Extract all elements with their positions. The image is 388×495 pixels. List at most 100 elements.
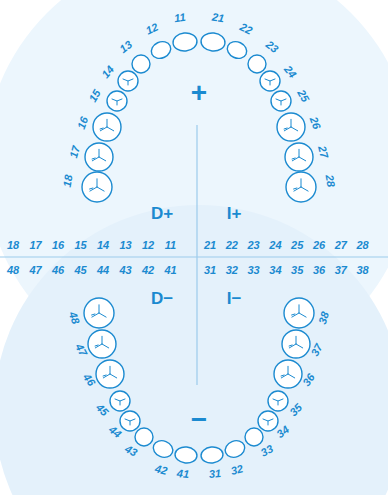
tooth-outline	[225, 39, 250, 62]
chart-number: 12	[142, 240, 154, 251]
molar-fissure	[100, 119, 114, 131]
chart-number: 26	[313, 240, 325, 251]
chart-number: 43	[119, 265, 131, 276]
tooth-number: 32	[230, 463, 245, 477]
midline-vertical	[196, 125, 197, 385]
tooth-number: 11	[174, 12, 187, 24]
chart-number: 11	[165, 240, 176, 251]
quadrant-label: I−	[227, 290, 242, 307]
chart-number: 33	[247, 265, 259, 276]
chart-number: 35	[291, 265, 303, 276]
chart-number: 37	[335, 265, 347, 276]
chart-number: 42	[142, 265, 154, 276]
tooth-number: 46	[81, 372, 97, 388]
tooth-outline	[248, 55, 266, 73]
tooth-outline	[120, 411, 140, 431]
premolar-fissure	[263, 419, 273, 425]
tooth-number: 13	[118, 39, 134, 55]
tooth-outline	[151, 438, 176, 460]
tooth-number: 16	[76, 115, 91, 130]
quadrant-label: D−	[151, 290, 173, 307]
chart-number: 18	[7, 240, 19, 251]
tooth-outline	[88, 330, 116, 358]
molar-fissure	[281, 366, 295, 378]
chart-number: 22	[226, 240, 238, 251]
chart-number: 17	[29, 240, 41, 251]
chart-number: 45	[74, 265, 86, 276]
chart-number: 28	[356, 240, 368, 251]
tooth-outline	[223, 438, 248, 460]
chart-number: 32	[226, 265, 238, 276]
tooth-outline	[268, 391, 288, 411]
chart-number: 41	[164, 265, 176, 276]
tooth-number: 12	[144, 21, 160, 36]
tooth-number: 48	[67, 310, 81, 325]
tooth-number: 18	[62, 174, 75, 188]
molar-fissure	[289, 336, 303, 348]
tooth-outline	[107, 91, 127, 111]
tooth-outline	[135, 428, 153, 446]
tooth-outline	[200, 446, 224, 464]
tooth-number: 24	[282, 64, 298, 80]
tooth-number: 26	[308, 115, 323, 130]
premolar-fissure	[276, 99, 286, 105]
chart-number: 23	[247, 240, 259, 251]
lower-ground	[0, 205, 388, 495]
quadrant-label: D+	[151, 205, 173, 222]
tooth-number: 37	[309, 342, 324, 358]
chart-number: 36	[313, 265, 325, 276]
tooth-number: 15	[87, 88, 103, 104]
molar-fissure	[294, 179, 309, 191]
midline-horizontal	[0, 256, 388, 257]
molar-fissure	[92, 305, 107, 317]
tooth-outline	[284, 298, 314, 328]
chart-number: 21	[204, 240, 216, 251]
chart-number: 31	[204, 265, 216, 276]
chart-number: 46	[52, 265, 64, 276]
molar-fissure	[90, 179, 105, 191]
tooth-outline	[110, 391, 130, 411]
tooth-outline	[96, 360, 124, 388]
tooth-outline	[282, 330, 310, 358]
tooth-number: 21	[211, 12, 225, 25]
tooth-outline	[286, 172, 316, 202]
chart-number: 14	[97, 240, 109, 251]
tooth-number: 42	[154, 463, 169, 477]
premolar-fissure	[265, 79, 275, 85]
premolar-fissure	[112, 99, 122, 105]
arch-sign: +	[191, 79, 207, 107]
premolar-fissure	[273, 399, 283, 405]
tooth-outline	[84, 298, 114, 328]
tooth-number: 33	[259, 443, 275, 458]
premolar-fissure	[125, 419, 135, 425]
tooth-outline	[245, 428, 263, 446]
molar-fissure	[284, 119, 298, 131]
tooth-number: 25	[295, 88, 311, 104]
chart-number: 13	[119, 240, 131, 251]
chart-number: 47	[29, 265, 41, 276]
premolar-fissure	[115, 399, 125, 405]
tooth-outline	[260, 71, 280, 91]
chart-number: 27	[335, 240, 347, 251]
chart-number: 15	[74, 240, 86, 251]
tooth-outline	[200, 32, 226, 52]
tooth-outline	[285, 143, 313, 171]
chart-number: 38	[356, 265, 368, 276]
molar-fissure	[103, 366, 117, 378]
tooth-outline	[149, 39, 174, 62]
chart-number: 25	[291, 240, 303, 251]
tooth-number: 41	[176, 468, 189, 480]
tooth-number: 27	[316, 145, 330, 160]
tooth-outline	[132, 55, 150, 73]
chart-number: 34	[269, 265, 281, 276]
molar-fissure	[95, 336, 109, 348]
tooth-number: 44	[107, 424, 123, 440]
tooth-outline	[274, 360, 302, 388]
molar-fissure	[292, 305, 307, 317]
molar-fissure	[292, 149, 306, 161]
chart-number: 48	[7, 265, 19, 276]
tooth-outline	[85, 143, 113, 171]
tooth-number: 38	[317, 310, 331, 325]
arch-sign: −	[191, 406, 207, 434]
